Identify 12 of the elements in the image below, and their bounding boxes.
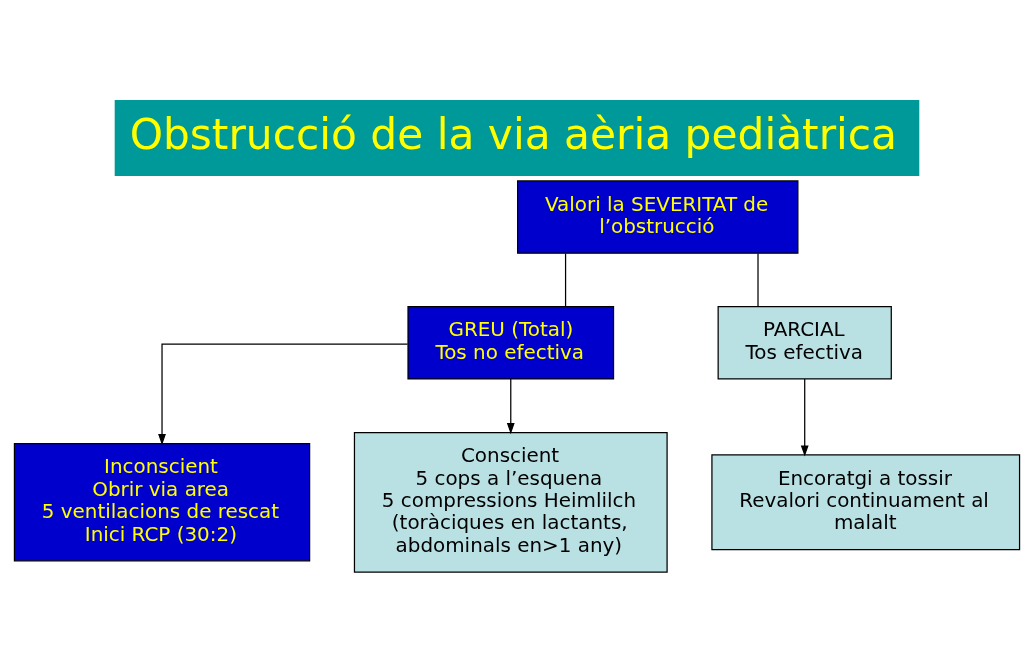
- node-box: Encoratgi a tossir Revalori continuament al malalt: [710, 454, 1020, 551]
- connector: [564, 252, 566, 308]
- arrow: [506, 378, 515, 435]
- arrow: [157, 343, 408, 446]
- node-box: Valori la SEVERITAT de l’obstrucció: [516, 180, 798, 254]
- node-box: GREU (Total) Tos no efectiva: [406, 306, 614, 380]
- node-box: PARCIAL Tos efectiva: [717, 306, 892, 380]
- node-box: Inconscient Obrir via area 5 ventilacions de rescat Inici RCP (30:2): [13, 443, 310, 562]
- node-box: Conscient 5 cops a l’esquena 5 compressions Heimlilch (toràciques en lactants, abdominals en>1 any): [353, 431, 668, 573]
- arrow: [800, 378, 809, 457]
- connector: [756, 252, 759, 308]
- diagram-title: Obstrucció de la via aèria pediàtrica: [129, 110, 897, 160]
